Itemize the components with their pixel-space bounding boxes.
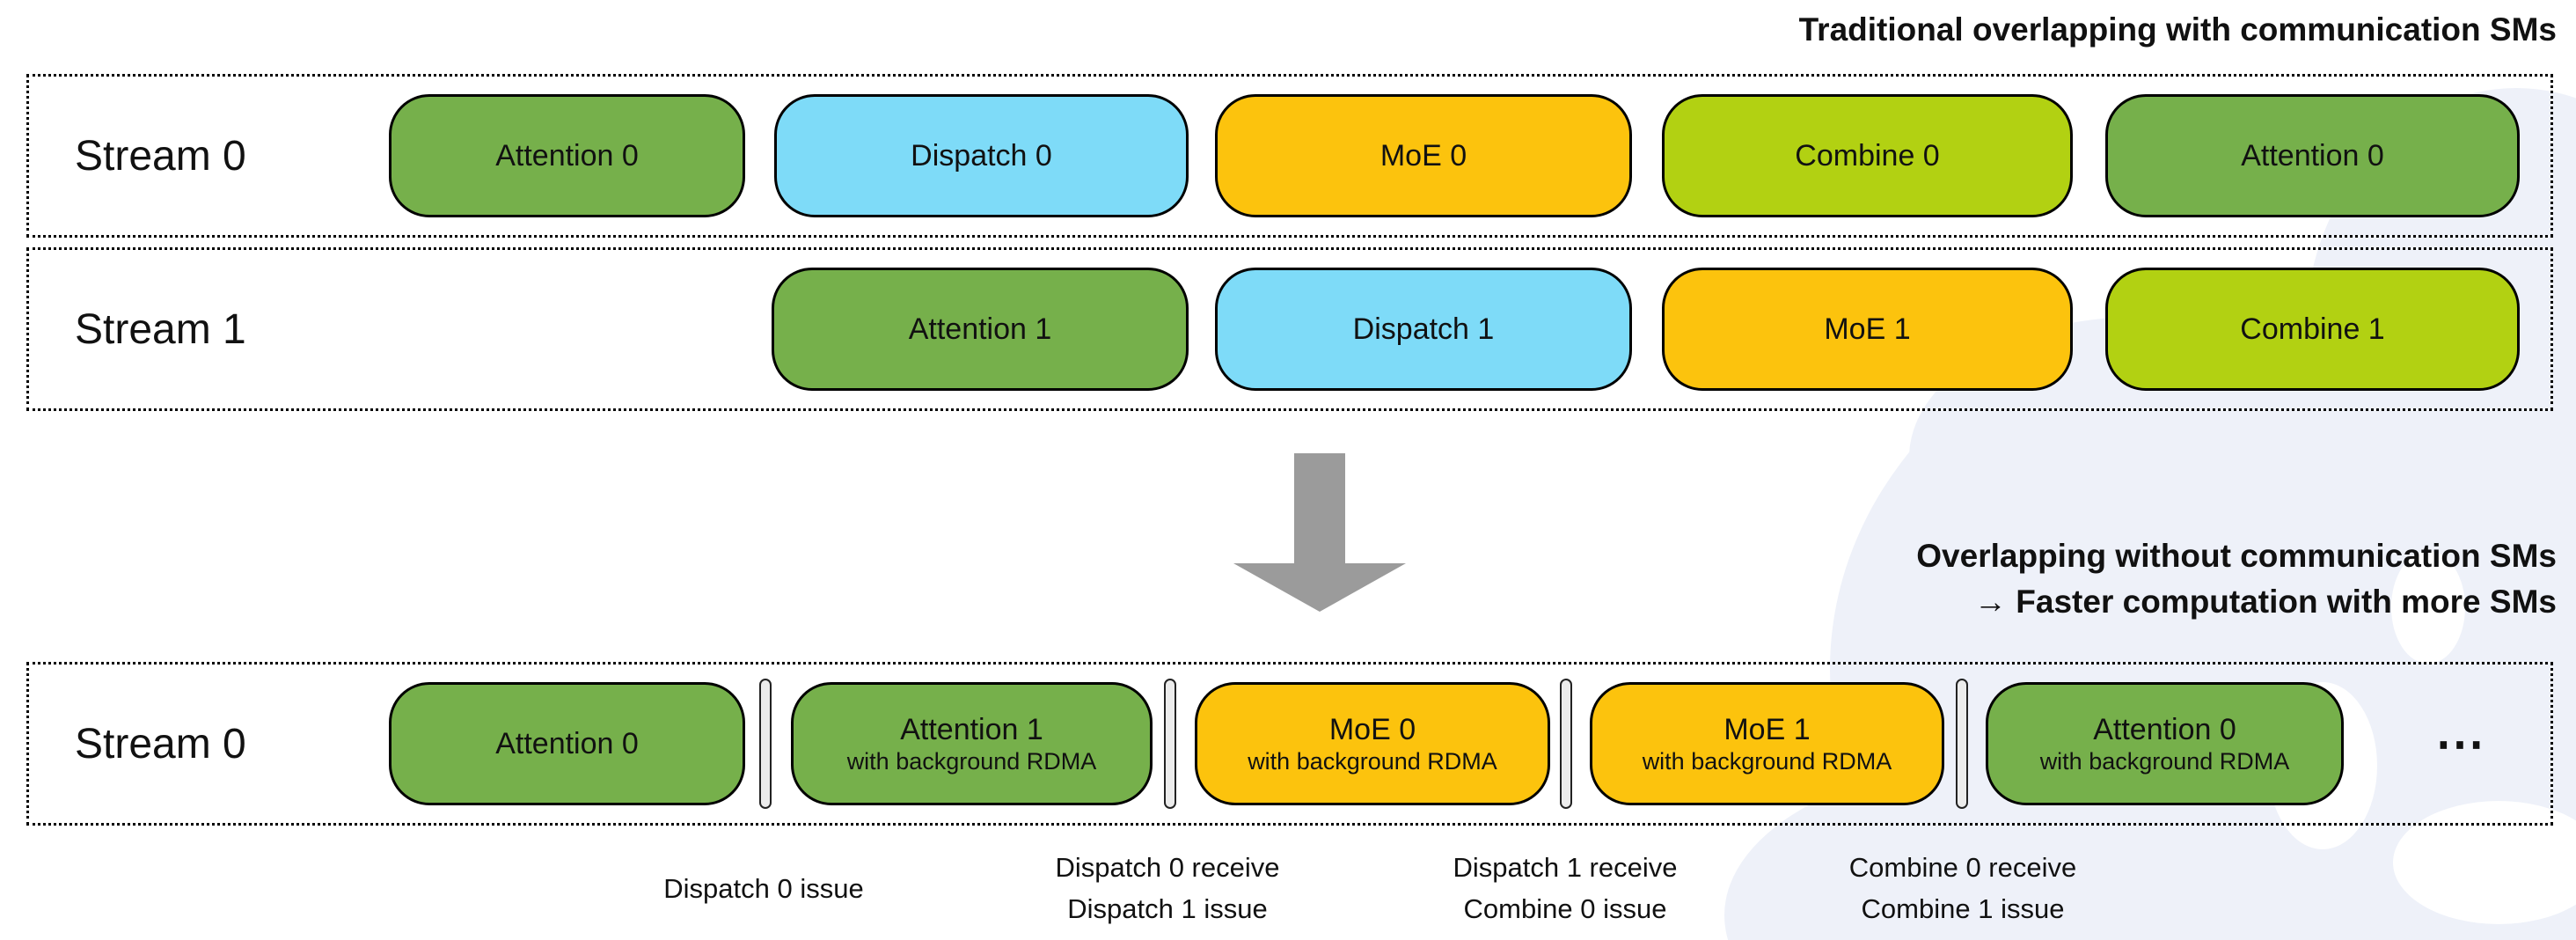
block-label: Combine 0 (1795, 139, 1940, 173)
block-attention1: Attention 1 (772, 268, 1189, 391)
annotation-line: Dispatch 0 receive (1055, 852, 1280, 883)
block-moe0: MoE 0 (1215, 94, 1632, 217)
annotation-line: Dispatch 1 issue (1067, 893, 1268, 924)
block-attention1-rdma: Attention 1 with background RDMA (791, 682, 1153, 805)
block-label: Attention 0 (495, 139, 639, 173)
block-moe0-rdma: MoE 0 with background RDMA (1195, 682, 1550, 805)
block-moe1-rdma: MoE 1 with background RDMA (1590, 682, 1944, 805)
block-sublabel: with background RDMA (2039, 748, 2290, 775)
block-combine0: Combine 0 (1662, 94, 2073, 217)
down-arrow-icon (1233, 453, 1406, 612)
block-label: Attention 0 (495, 727, 639, 760)
annotation-line: Combine 1 issue (1861, 893, 2065, 924)
stream0-fused-label: Stream 0 (75, 720, 246, 767)
lane-stream0-fused: Stream 0 Attention 0 Attention 1 with ba… (26, 662, 2553, 826)
bottom-section-title: Overlapping without communication SMs → … (1916, 533, 2557, 625)
block-attention0: Attention 0 (389, 94, 745, 217)
block-sublabel: with background RDMA (846, 748, 1097, 775)
block-label: Dispatch 1 (1352, 312, 1495, 346)
bottom-title-line2: → Faster computation with more SMs (1974, 584, 2557, 620)
sync-separator-3 (1560, 679, 1572, 809)
block-moe1: MoE 1 (1662, 268, 2073, 391)
block-sublabel: with background RDMA (1248, 748, 1497, 775)
block-dispatch1: Dispatch 1 (1215, 268, 1632, 391)
annotation-line: Combine 0 issue (1463, 893, 1667, 924)
stream1-label: Stream 1 (75, 305, 246, 353)
block-dispatch0: Dispatch 0 (774, 94, 1189, 217)
block-sublabel: with background RDMA (1642, 748, 1892, 775)
block-label: MoE 0 (1328, 713, 1416, 746)
block-label: Attention 1 (900, 713, 1043, 746)
annotation-line: Dispatch 1 receive (1453, 852, 1678, 883)
lane-stream1-traditional: Stream 1 Attention 1 Dispatch 1 MoE 1 Co… (26, 247, 2553, 411)
lane-stream0-traditional: Stream 0 Attention 0 Dispatch 0 MoE 0 Co… (26, 74, 2553, 238)
block-label: Attention 0 (2093, 713, 2236, 746)
block-attention0-next: Attention 0 (2105, 94, 2520, 217)
ellipsis: ⋯ (2435, 716, 2488, 771)
annotation-line: Combine 0 receive (1848, 852, 2077, 883)
block-combine1: Combine 1 (2105, 268, 2520, 391)
top-section-title: Traditional overlapping with communicati… (1798, 11, 2557, 48)
annotation-combine0-receive: Combine 0 receive Combine 1 issue (1734, 847, 2192, 929)
block-label: Dispatch 0 (911, 139, 1052, 173)
sync-separator-4 (1956, 679, 1968, 809)
annotation-dispatch0-issue: Dispatch 0 issue (535, 847, 992, 909)
block-label: MoE 1 (1723, 713, 1811, 746)
block-attention0-rdma-next: Attention 0 with background RDMA (1986, 682, 2344, 805)
block-label: Attention 1 (908, 312, 1052, 346)
block-attention0-fused: Attention 0 (389, 682, 745, 805)
stream0-label: Stream 0 (75, 132, 246, 180)
block-label: Attention 0 (2241, 139, 2384, 173)
sync-separator-2 (1164, 679, 1176, 809)
bottom-title-line1: Overlapping without communication SMs (1916, 538, 2557, 574)
annotation-dispatch1-receive: Dispatch 1 receive Combine 0 issue (1336, 847, 1794, 929)
block-label: MoE 0 (1379, 139, 1467, 173)
block-label: Combine 1 (2240, 312, 2385, 346)
annotation-dispatch0-receive: Dispatch 0 receive Dispatch 1 issue (939, 847, 1396, 929)
block-label: MoE 1 (1824, 312, 1911, 346)
annotation-line: Dispatch 0 issue (663, 873, 864, 904)
sync-separator-1 (759, 679, 772, 809)
